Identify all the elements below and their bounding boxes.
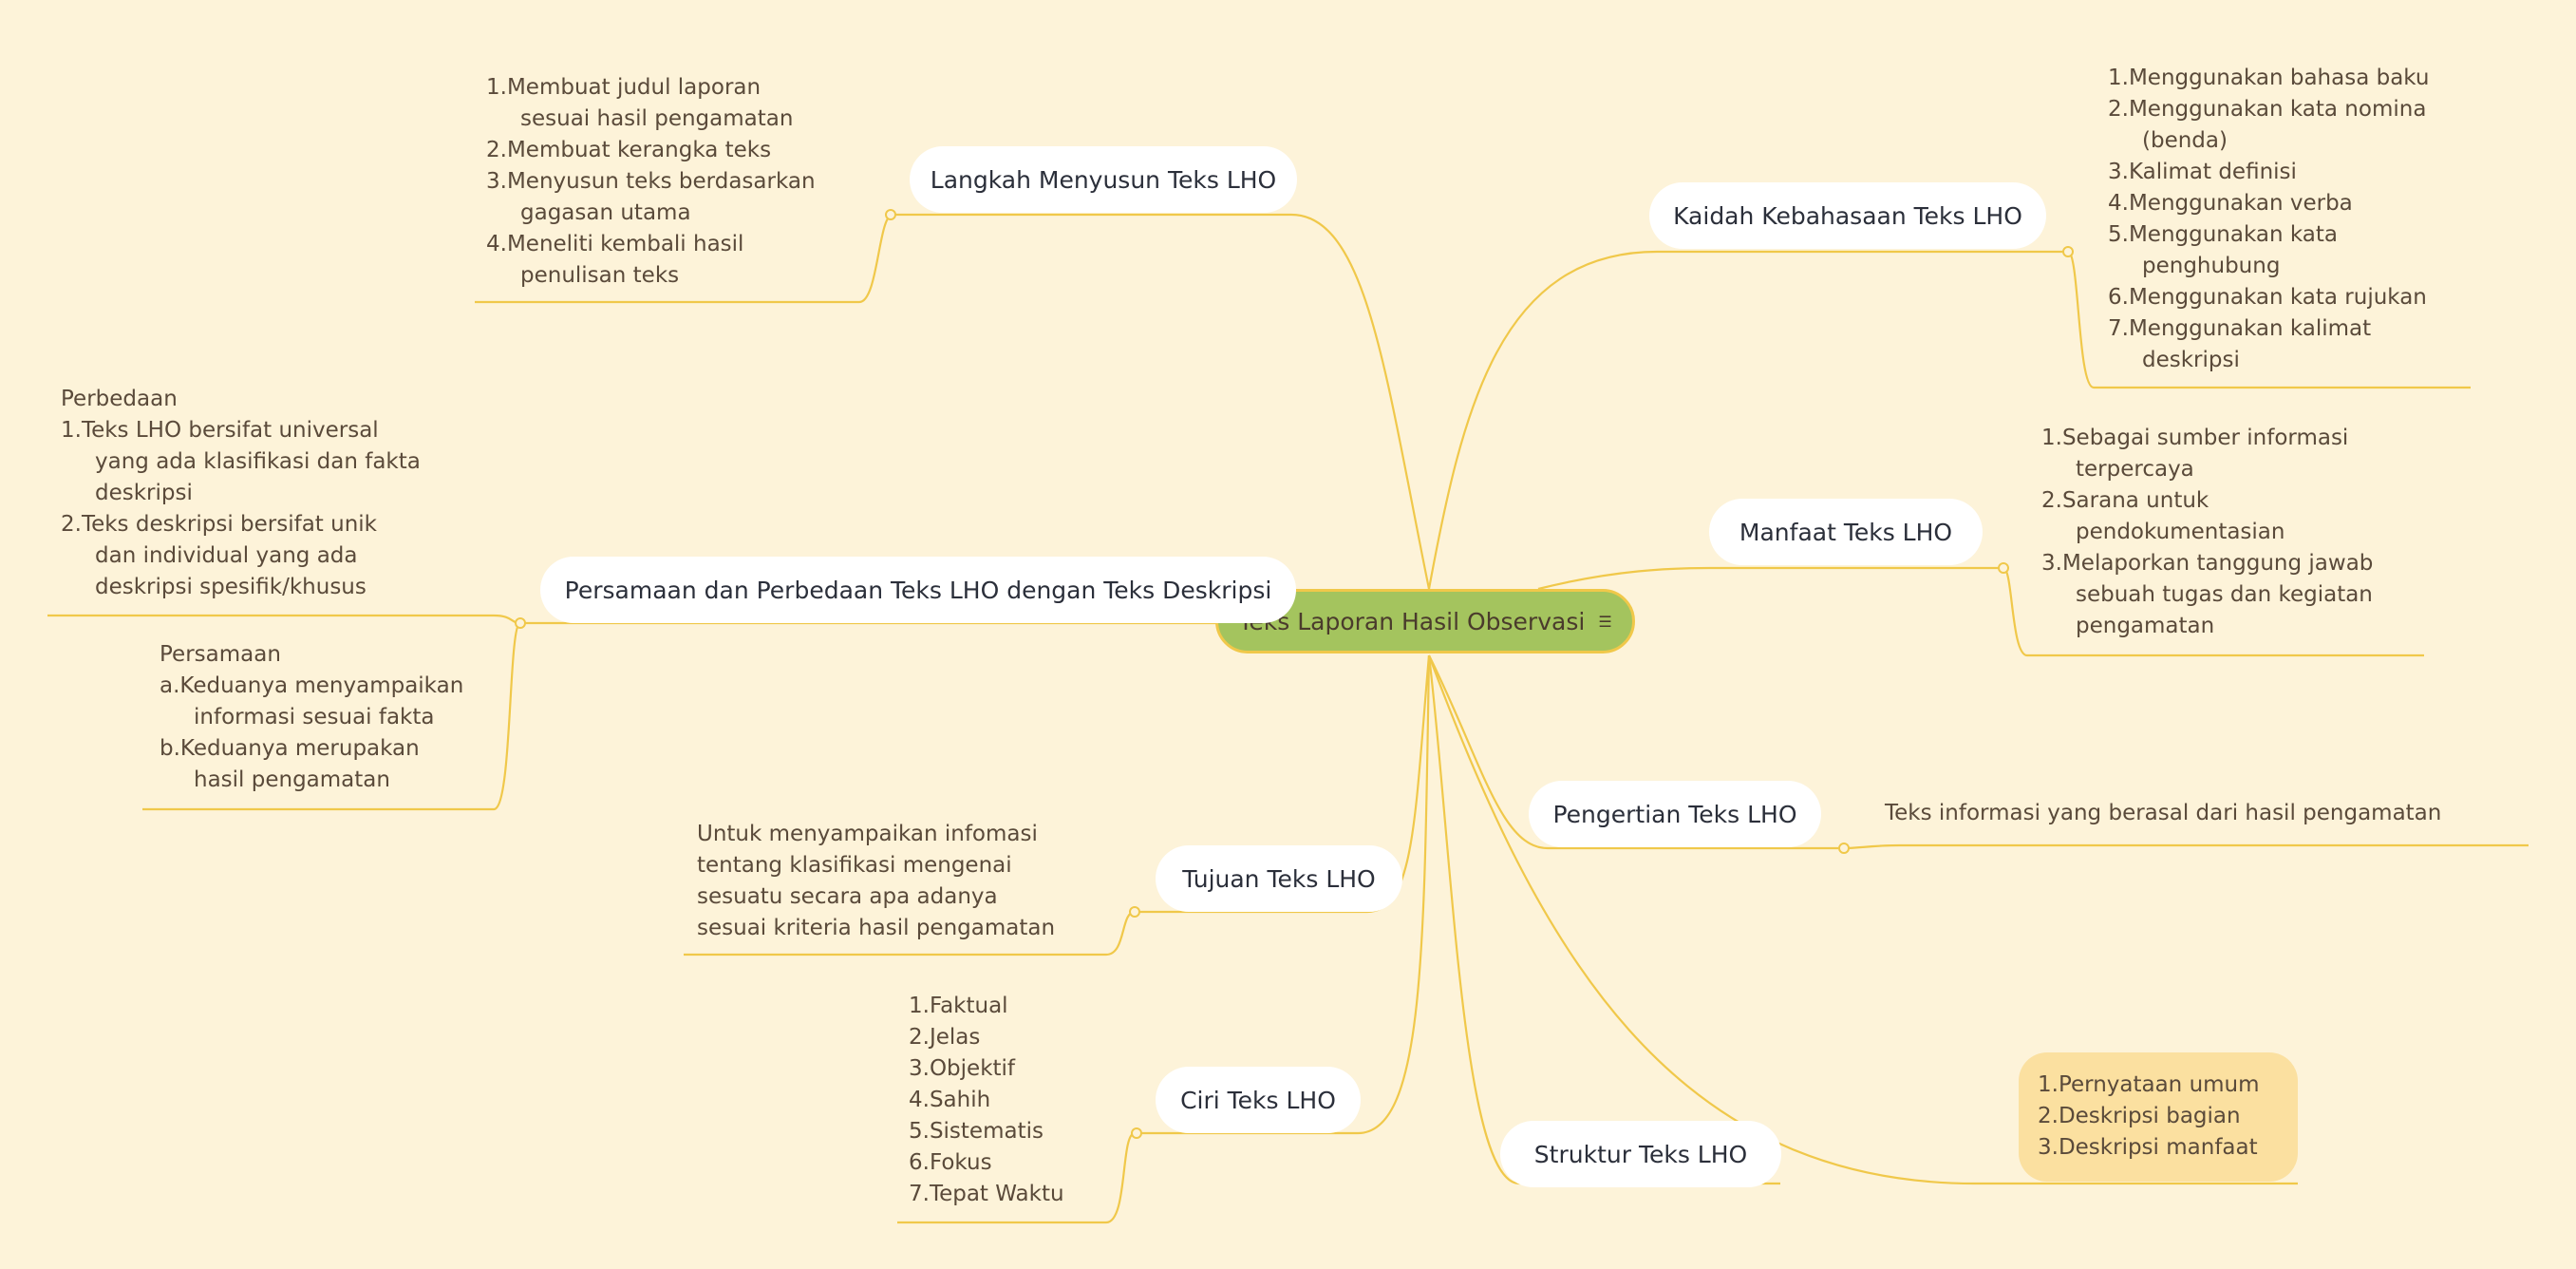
link-persamaan-detail <box>142 621 522 811</box>
junction-dot <box>1129 906 1140 918</box>
link-struktur-topic <box>1427 654 1780 1185</box>
junction-dot <box>1998 562 2009 574</box>
detail-line: tentang klasifikasi mengenai <box>697 853 1012 878</box>
detail-line: 3.Melaporkan tanggung jawab <box>2041 551 2374 576</box>
detail-langkah[interactable]: 1.Membuat judul laporan sesuai hasil pen… <box>486 72 816 292</box>
junction-dot <box>515 617 526 629</box>
topic-ciri-label: Ciri Teks LHO <box>1180 1086 1336 1114</box>
detail-line: 1.Membuat judul laporan <box>486 75 762 100</box>
detail-ciri[interactable]: 1.Faktual 2.Jelas 3.Objektif 4.Sahih 5.S… <box>909 991 1064 1210</box>
link-ciri <box>1135 654 1431 1135</box>
detail-tujuan[interactable]: Untuk menyampaikan infomasi tentang klas… <box>697 819 1055 944</box>
detail-perbedaan[interactable]: Perbedaan 1.Teks LHO bersifat universal … <box>61 384 421 603</box>
detail-line: 2.Deskripsi bagian <box>2038 1104 2241 1128</box>
detail-line: sesuatu secara apa adanya <box>697 884 998 909</box>
link-langkah <box>893 213 1431 590</box>
detail-line: 3.Kalimat definisi <box>2108 160 2297 184</box>
topic-ciri[interactable]: Ciri Teks LHO <box>1156 1067 1361 1133</box>
detail-line: deskripsi <box>2142 348 2240 372</box>
detail-line: penghubung <box>2142 254 2281 278</box>
note-icon[interactable]: ☰ <box>1598 612 1612 631</box>
detail-line: Perbedaan <box>61 387 178 411</box>
topic-struktur[interactable]: Struktur Teks LHO <box>1500 1121 1781 1187</box>
detail-line: Untuk menyampaikan infomasi <box>697 822 1038 846</box>
detail-line: 3.Menyusun teks berdasarkan <box>486 169 816 194</box>
detail-line: 5.Sistematis <box>909 1119 1044 1144</box>
topic-kaidah-label: Kaidah Kebahasaan Teks LHO <box>1673 201 2022 230</box>
detail-line: 1.Sebagai sumber informasi <box>2041 426 2349 450</box>
detail-line: 1.Teks LHO bersifat universal <box>61 418 379 443</box>
detail-line: hasil pengamatan <box>194 767 390 792</box>
detail-line: 1.Faktual <box>909 994 1008 1018</box>
detail-line: yang ada klasifikasi dan fakta <box>95 449 421 474</box>
detail-line: 7.Menggunakan kalimat <box>2108 316 2372 341</box>
detail-kaidah[interactable]: 1.Menggunakan bahasa baku 2.Menggunakan … <box>2108 63 2430 376</box>
link-pengertian <box>1428 654 1842 850</box>
detail-pengertian[interactable]: Teks informasi yang berasal dari hasil p… <box>1885 798 2441 829</box>
detail-line: 2.Membuat kerangka teks <box>486 138 772 162</box>
link-kaidah <box>1427 250 2068 590</box>
link-kaidah-detail <box>2066 250 2471 389</box>
detail-line: sesuai kriteria hasil pengamatan <box>697 916 1056 940</box>
detail-line: 4.Sahih <box>909 1088 991 1112</box>
detail-line: sebuah tugas dan kegiatan <box>2076 582 2373 607</box>
detail-line: informasi sesuai fakta <box>194 705 435 729</box>
topic-tujuan[interactable]: Tujuan Teks LHO <box>1156 845 1402 912</box>
detail-line: 3.Objektif <box>909 1056 1016 1081</box>
detail-line: (benda) <box>2142 128 2228 153</box>
detail-line: a.Keduanya menyampaikan <box>160 673 464 698</box>
detail-line: deskripsi spesifik/khusus <box>95 575 367 599</box>
detail-line: dan individual yang ada <box>95 543 358 568</box>
detail-line: 5.Menggunakan kata <box>2108 222 2338 247</box>
junction-dot <box>885 209 896 220</box>
detail-line: penulisan teks <box>520 263 680 288</box>
link-struktur <box>1427 654 2298 1185</box>
detail-persamaan[interactable]: Persamaan a.Keduanya menyampaikan inform… <box>160 639 463 796</box>
detail-line: Persamaan <box>160 642 281 667</box>
root-title: Teks Laporan Hasil Observasi <box>1238 607 1586 635</box>
detail-struktur[interactable]: 1.Pernyataan umum 2.Deskripsi bagian 3.D… <box>2019 1052 2298 1182</box>
detail-line: 6.Menggunakan kata rujukan <box>2108 285 2427 310</box>
topic-persamaan-perbedaan[interactable]: Persamaan dan Perbedaan Teks LHO dengan … <box>540 557 1296 623</box>
detail-line: 1.Pernyataan umum <box>2038 1072 2260 1097</box>
topic-pengertian-label: Pengertian Teks LHO <box>1552 800 1797 828</box>
topic-langkah-label: Langkah Menyusun Teks LHO <box>930 165 1277 194</box>
link-manfaat <box>1537 566 2003 591</box>
detail-line: 2.Menggunakan kata nomina <box>2108 97 2427 122</box>
topic-struktur-label: Struktur Teks LHO <box>1533 1140 1748 1168</box>
detail-line: gagasan utama <box>520 200 691 225</box>
topic-manfaat[interactable]: Manfaat Teks LHO <box>1709 499 1983 565</box>
detail-manfaat[interactable]: 1.Sebagai sumber informasi terpercaya 2.… <box>2041 423 2373 642</box>
link-perbedaan-detail <box>47 614 521 625</box>
junction-dot <box>1131 1127 1142 1139</box>
detail-line: 3.Deskripsi manfaat <box>2038 1135 2258 1160</box>
detail-line: 2.Sarana untuk <box>2041 488 2209 513</box>
topic-kaidah[interactable]: Kaidah Kebahasaan Teks LHO <box>1649 182 2046 249</box>
junction-dot <box>1838 843 1850 854</box>
detail-line: 4.Menggunakan verba <box>2108 191 2353 216</box>
detail-line: 6.Fokus <box>909 1150 992 1175</box>
detail-line: pendokumentasian <box>2076 520 2285 544</box>
topic-pengertian[interactable]: Pengertian Teks LHO <box>1529 781 1821 847</box>
detail-line: sesuai hasil pengamatan <box>520 106 794 131</box>
topic-langkah[interactable]: Langkah Menyusun Teks LHO <box>910 146 1297 213</box>
topic-persamaan-label: Persamaan dan Perbedaan Teks LHO dengan … <box>564 576 1272 604</box>
detail-line: 2.Teks deskripsi bersifat unik <box>61 512 377 537</box>
detail-line: terpercaya <box>2076 457 2194 482</box>
link-ciri-detail <box>897 1131 1136 1224</box>
detail-line: 1.Menggunakan bahasa baku <box>2108 66 2430 90</box>
detail-line: 4.Meneliti kembali hasil <box>486 232 744 256</box>
topic-manfaat-label: Manfaat Teks LHO <box>1739 518 1953 546</box>
detail-line: b.Keduanya merupakan <box>160 736 420 761</box>
junction-dot <box>2062 246 2074 257</box>
topic-tujuan-label: Tujuan Teks LHO <box>1182 864 1376 893</box>
detail-line: 7.Tepat Waktu <box>909 1182 1064 1206</box>
detail-line: deskripsi <box>95 481 193 505</box>
detail-line: 2.Jelas <box>909 1025 981 1050</box>
detail-line: pengamatan <box>2076 614 2215 638</box>
link-pengertian-detail <box>1841 843 2529 850</box>
detail-line: Teks informasi yang berasal dari hasil p… <box>1885 801 2442 825</box>
